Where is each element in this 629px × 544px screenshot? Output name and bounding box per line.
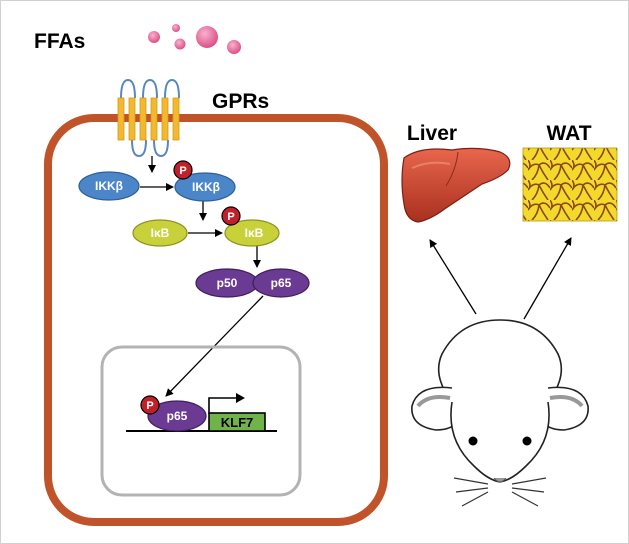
- gpr-receptor: [117, 78, 180, 158]
- ikb-phospho-label: IκB: [245, 226, 264, 240]
- liver-label: Liver: [407, 122, 457, 145]
- liver-illustration: [401, 147, 511, 223]
- phospho-marker-ikkb-label: P: [179, 165, 186, 177]
- p65-label: p65: [271, 276, 292, 290]
- ikkb-label: IKKβ: [95, 179, 123, 193]
- nucleus: [100, 345, 302, 497]
- ffa-droplet: [196, 26, 218, 48]
- ikb-phospho-node: [224, 219, 280, 247]
- klf7-gene: [208, 412, 266, 432]
- p65-nucleus-label: p65: [167, 409, 188, 423]
- gprs-label: GPRs: [212, 90, 269, 113]
- ffa-droplet: [172, 24, 180, 32]
- p65-node: [252, 268, 310, 298]
- ikb-label: IκB: [151, 226, 170, 240]
- ffa-droplet: [174, 38, 186, 50]
- transcription-start-arrowhead: [236, 393, 245, 403]
- p65-nucleus-node: [147, 400, 207, 432]
- p50-label: p50: [217, 276, 238, 290]
- ffa-droplets: [148, 24, 241, 54]
- phospho-marker-ikb-label: P: [227, 211, 234, 223]
- wat-illustration: [522, 147, 618, 222]
- phospho-marker-p65: [140, 395, 160, 415]
- arrow-mouse-to-wat: [523, 237, 572, 320]
- ffa-droplet: [227, 40, 241, 54]
- arrow-mouse-to-liver: [429, 239, 477, 315]
- phospho-marker-ikkb: [173, 160, 193, 180]
- ikkb-node: [78, 171, 140, 201]
- ffas-label: FFAs: [34, 30, 85, 53]
- phospho-marker-p65-label: P: [146, 400, 153, 412]
- transcription-start-arrow: [208, 397, 236, 414]
- phospho-marker-ikb: [221, 206, 241, 226]
- ikkb-phospho-node: [174, 172, 236, 202]
- ikkb-phospho-label: IKKβ: [192, 180, 220, 194]
- cell-membrane: [44, 114, 388, 526]
- ffa-droplet: [148, 31, 160, 43]
- mouse-illustration: [411, 319, 589, 507]
- wat-label: WAT: [546, 122, 591, 145]
- ikb-node: [132, 219, 188, 247]
- klf7-label: KLF7: [221, 415, 254, 430]
